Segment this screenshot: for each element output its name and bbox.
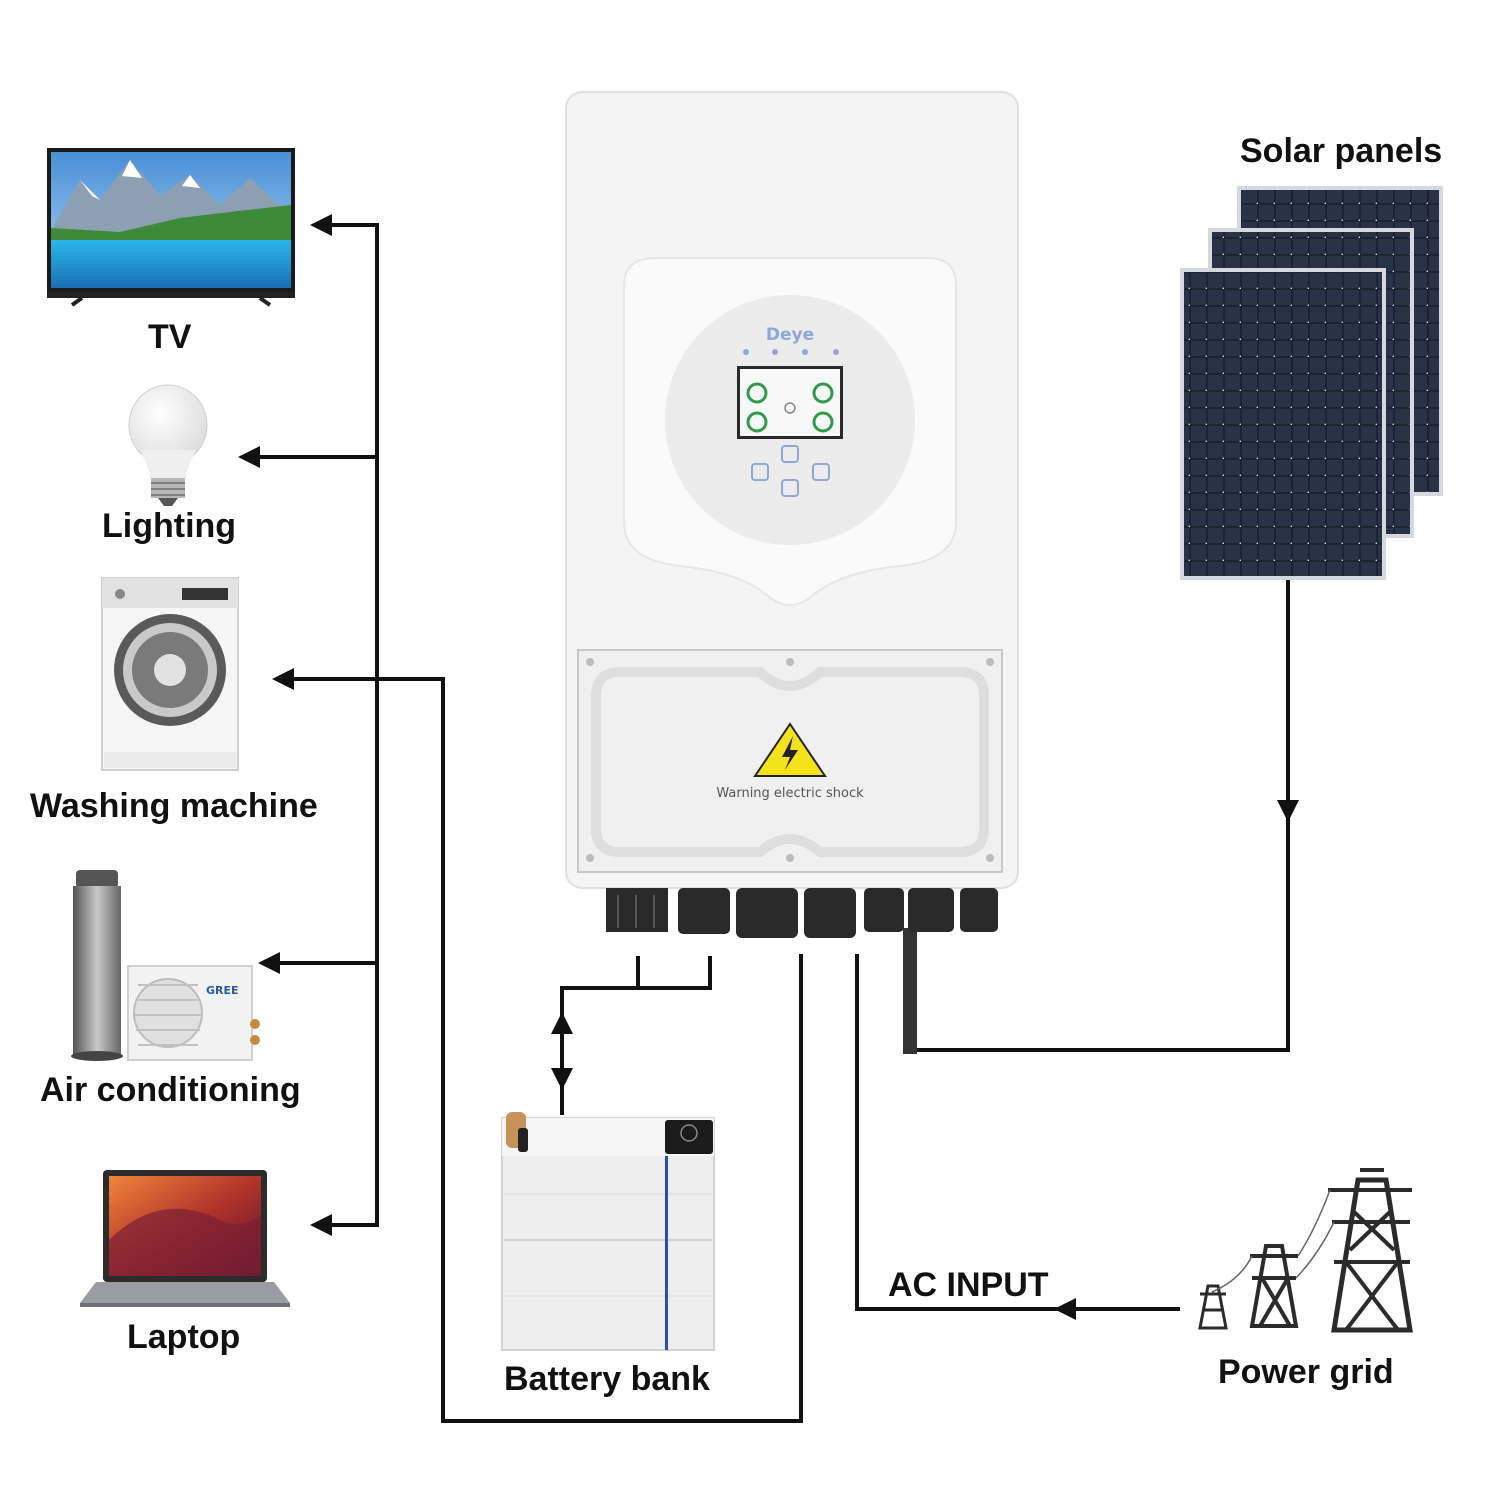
label-air-conditioning: Air conditioning	[40, 1071, 301, 1109]
battery-wire	[560, 956, 712, 1115]
load-bus-wire	[258, 223, 379, 1227]
inverter-output-wire	[294, 677, 803, 1423]
washing-machine-icon	[101, 577, 239, 771]
tv-icon	[47, 148, 295, 307]
inverter-brand: Deye	[766, 325, 814, 345]
label-solar-panels: Solar panels	[1240, 132, 1443, 170]
ac-brand: GREE	[206, 984, 239, 997]
inverter-connectors	[606, 888, 998, 938]
air-conditioner-icon: GREE	[71, 870, 260, 1061]
inverter-buttons	[751, 445, 830, 497]
warning-text: Warning electric shock	[716, 786, 864, 801]
light-bulb-icon	[128, 384, 208, 506]
battery-icon	[501, 1112, 715, 1351]
label-power-grid: Power grid	[1218, 1353, 1394, 1391]
label-battery-bank: Battery bank	[504, 1360, 710, 1398]
label-ac-input: AC INPUT	[888, 1266, 1049, 1304]
battery-bidirectional-arrow	[551, 1012, 573, 1090]
load-arrowheads	[238, 214, 332, 1236]
warning-icon	[753, 722, 827, 777]
label-tv: TV	[148, 318, 192, 356]
pv-input-wire	[910, 580, 1290, 1052]
pv-input-arrow	[1277, 800, 1299, 822]
inverter-unit: Deye	[565, 91, 1019, 938]
label-washing-machine: Washing machine	[30, 787, 318, 825]
laptop-icon	[80, 1170, 290, 1307]
ac-input-arrow	[1054, 1298, 1076, 1320]
label-lighting: Lighting	[102, 507, 237, 545]
power-tower-icon	[1198, 1168, 1413, 1333]
pv-cable	[903, 928, 917, 1054]
label-laptop: Laptop	[127, 1318, 241, 1356]
inverter-screen	[737, 366, 843, 439]
solar-panel-icon	[1180, 186, 1443, 580]
